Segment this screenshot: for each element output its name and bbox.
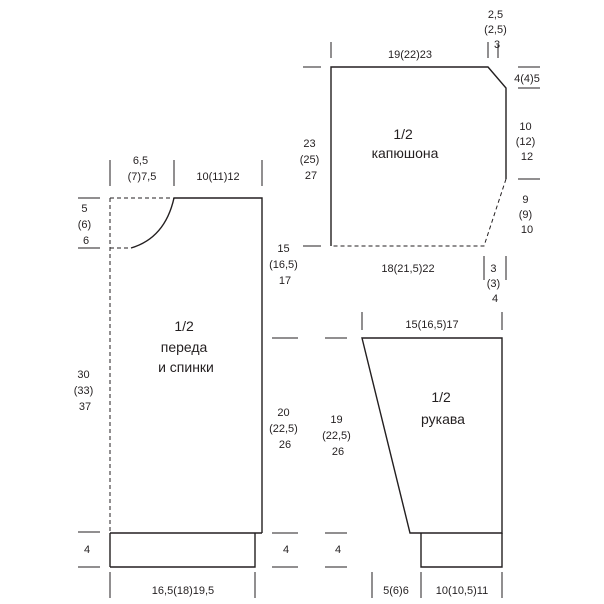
body-side-length-label: 20 (22,5) 26 bbox=[269, 407, 301, 451]
sleeve-cuff-height-label: 4 bbox=[335, 544, 341, 556]
body-ribbing-right-label: 4 bbox=[283, 544, 289, 556]
body-piece-ticks bbox=[78, 160, 298, 598]
hood-piece-outline bbox=[330, 66, 507, 246]
body-armhole-depth-label: 15 (16,5) 17 bbox=[269, 243, 301, 287]
hood-top-width-label: 19(22)23 bbox=[388, 49, 432, 61]
hood-piece-ticks bbox=[303, 42, 540, 280]
body-length-label: 30 (33) 37 bbox=[74, 369, 97, 413]
body-piece-outline bbox=[174, 197, 263, 533]
sleeve-piece-cuff bbox=[420, 533, 503, 568]
hood-bottom-slant-label: 3 (3) 4 bbox=[487, 263, 504, 305]
body-neck-width-label: 6,5 (7)7,5 bbox=[128, 155, 157, 183]
body-shoulder-width-label: 10(11)12 bbox=[196, 171, 239, 183]
hood-bottom-width-label: 18(21,5)22 bbox=[381, 263, 434, 275]
sleeve-piece: 1/2 рукава 15(16,5)17 19 (22,5) 26 4 5(6… bbox=[322, 312, 503, 598]
body-neck-depth-label: 5 (6) 6 bbox=[78, 203, 95, 247]
hood-height-label: 23 (25) 27 bbox=[300, 138, 323, 182]
sleeve-cuff-width-label: 10(10,5)11 bbox=[436, 585, 488, 597]
hood-corner-drop-label: 4(4)5 bbox=[514, 73, 540, 85]
body-ribbing-left-label: 4 bbox=[84, 544, 90, 556]
body-piece: 1/2 переда и спинки 6,5 (7)7,5 10(11)12 … bbox=[74, 155, 301, 598]
hood-piece: 1/2 капюшона 19(22)23 2,5 (2,5) 3 4(4)5 … bbox=[300, 9, 540, 305]
sleeve-piece-title: 1/2 рукава bbox=[421, 389, 465, 427]
body-piece-title: 1/2 переда и спинки bbox=[158, 318, 214, 375]
body-piece-neckline bbox=[130, 197, 175, 249]
sleeve-cuff-offset-label: 5(6)6 bbox=[383, 585, 409, 597]
hood-right-lower-label: 9 (9) 10 bbox=[519, 194, 536, 236]
hood-piece-dashed-edge bbox=[331, 178, 507, 247]
hood-piece-title: 1/2 капюшона bbox=[372, 126, 439, 161]
hood-corner-width-label: 2,5 (2,5) 3 bbox=[484, 9, 510, 51]
body-piece-center-fold bbox=[109, 197, 174, 533]
sleeve-piece-ticks bbox=[325, 312, 503, 598]
hood-right-upper-label: 10 (12) 12 bbox=[516, 121, 539, 163]
sleeve-length-label: 19 (22,5) 26 bbox=[322, 414, 354, 458]
sleeve-top-width-label: 15(16,5)17 bbox=[405, 319, 458, 331]
body-piece-ribbing bbox=[109, 532, 262, 568]
sleeve-piece-outline bbox=[361, 337, 503, 534]
body-bottom-width-label: 16,5(18)19,5 bbox=[152, 585, 214, 597]
